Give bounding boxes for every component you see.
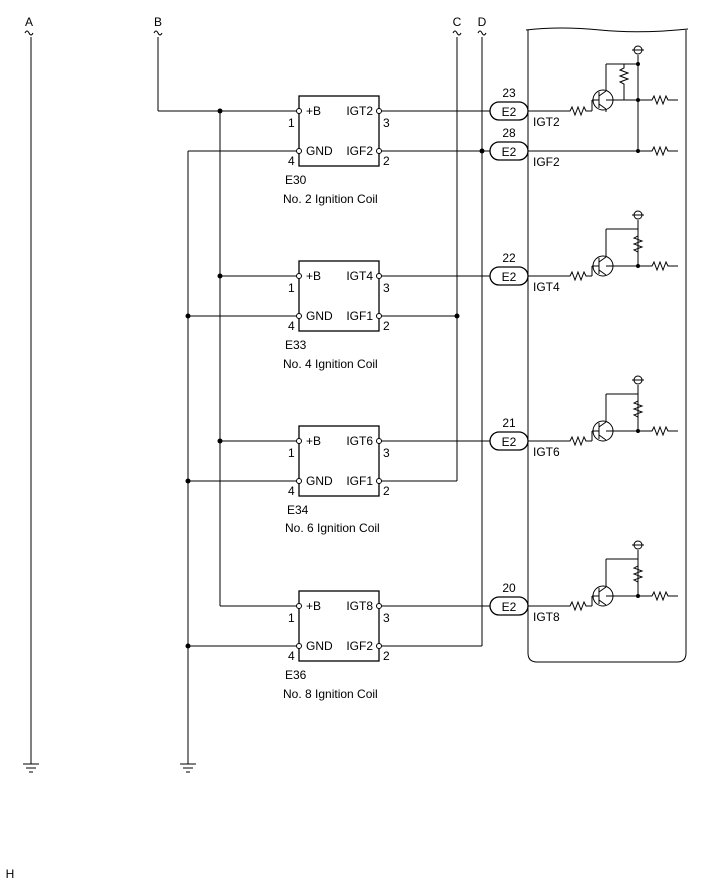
coil-label-igf: IGF2 [346,639,373,653]
coil-pin-4: 4 [288,154,295,168]
connector-pin: 28 [502,126,516,140]
coil-name: No. 2 Ignition Coil [283,192,378,206]
coil-label-b: +B [306,104,321,118]
ground-a-icon [23,763,39,773]
label-h: H [6,867,15,881]
connector-label: E2 [502,600,517,614]
wire-b [157,37,299,607]
coil-pin-2: 2 [383,484,390,498]
coil-label-igf: IGF2 [346,144,373,158]
coil-label-b: +B [306,269,321,283]
coil-e30: +B IGT2 GND IGF2 1 4 3 2 E30 No. 2 Ignit… [283,95,390,206]
coil-id: E30 [285,173,307,187]
junction-dot-c [454,313,460,319]
coil-label-gnd: GND [306,474,333,488]
ecu-signal-label: IGT8 [533,610,560,624]
coil-id: E33 [285,338,307,352]
coil-e36: +B IGT8 GND IGF2 1 4 3 2 E36 No. 8 Ignit… [283,590,390,701]
label-a: A [25,15,33,29]
coil-label-igt: IGT6 [346,434,373,448]
coil-id: E36 [285,668,307,682]
coil-label-igt: IGT4 [346,269,373,283]
igt6-driver-circuit [565,375,678,446]
label-d: D [478,15,487,29]
ecu-signal-label: IGT4 [533,280,560,294]
coil-label-gnd: GND [306,144,333,158]
connector-pin: 23 [502,86,516,100]
coil-pin-4: 4 [288,319,295,333]
connector-pin: 22 [502,251,516,265]
ecu-signal-label: IGT6 [533,445,560,459]
ecu-signal-label: IGT2 [533,115,560,129]
connector-e2-21: E2 21 IGT6 [489,416,566,459]
coil-name: No. 4 Ignition Coil [283,357,378,371]
coil-label-igt: IGT8 [346,599,373,613]
coil-pin-1: 1 [288,281,295,295]
coil-label-igt: IGT2 [346,104,373,118]
wire-gnd [187,150,299,764]
coil-pin-3: 3 [383,446,390,460]
coil-label-gnd: GND [306,309,333,323]
ecu-signal-label: IGF2 [533,155,560,169]
label-c: C [453,15,462,29]
connector-label: E2 [502,435,517,449]
coil-label-igf: IGF1 [346,309,373,323]
junction-dots-gnd [185,313,191,649]
igt4-driver-circuit [565,210,678,281]
coil-pin-1: 1 [288,116,295,130]
label-b: B [154,15,162,29]
coil-label-gnd: GND [306,639,333,653]
connector-e2-22: E2 22 IGT4 [489,251,566,294]
break-marks [24,30,487,36]
coil-pin-2: 2 [383,154,390,168]
igt-wires [379,110,490,607]
coil-pin-3: 3 [383,116,390,130]
ecu-box [525,27,689,663]
connector-e2-28: E2 28 IGF2 [489,126,648,169]
coil-pin-3: 3 [383,611,390,625]
connector-e2-20: E2 20 IGT8 [489,581,566,624]
connector-pin: 20 [502,581,516,595]
connector-label: E2 [502,145,517,159]
junction-dots-b [217,108,223,444]
junction-dot-d [479,148,485,154]
coil-id: E34 [287,503,309,517]
coil-e34: +B IGT6 GND IGF1 1 4 3 2 E34 No. 6 Ignit… [285,425,390,535]
coil-e33: +B IGT4 GND IGF1 1 4 3 2 E33 No. 4 Ignit… [283,260,390,371]
wire-c [379,37,458,482]
wire-d [379,37,490,647]
coil-pin-1: 1 [288,611,295,625]
coil-label-b: +B [306,599,321,613]
coil-label-igf: IGF1 [346,474,373,488]
connector-label: E2 [502,270,517,284]
ground-coil-icon [180,763,196,773]
coil-pin-4: 4 [288,649,295,663]
coil-name: No. 6 Ignition Coil [285,521,380,535]
coil-pin-1: 1 [288,446,295,460]
coil-pin-2: 2 [383,649,390,663]
coil-label-b: +B [306,434,321,448]
coil-pin-2: 2 [383,319,390,333]
igt8-driver-circuit [565,540,678,611]
connector-e2-23: E2 23 IGT2 [489,86,566,129]
connector-label: E2 [502,105,517,119]
igt2-driver-circuit [565,45,678,156]
ecu-connectors: E2 23 IGT2 E2 28 IGF2 E2 22 IGT4 E2 21 I… [489,86,648,624]
coil-name: No. 8 Ignition Coil [283,687,378,701]
coil-pin-3: 3 [383,281,390,295]
coil-pin-4: 4 [288,484,295,498]
connector-pin: 21 [502,416,516,430]
